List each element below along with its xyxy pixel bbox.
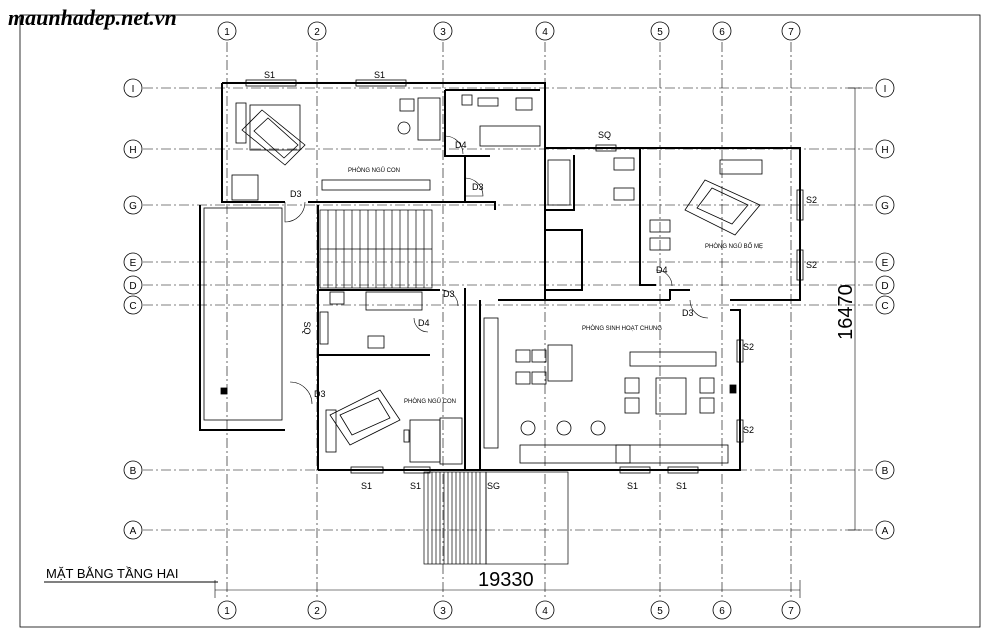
window-label: S2 — [743, 425, 754, 435]
grid-row-left: H — [129, 145, 136, 156]
grid-col-bottom: 5 — [657, 606, 663, 617]
overall-depth: 16470 — [835, 284, 857, 340]
grid-col-bottom: 4 — [542, 606, 548, 617]
grid-row-right: H — [881, 145, 888, 156]
staircase — [319, 209, 433, 289]
furniture — [231, 94, 729, 465]
window-label: SQ — [598, 130, 611, 140]
grid-col-bottom: 7 — [788, 606, 794, 617]
room-name: PHÒNG SINH HOẠT CHUNG — [582, 325, 662, 332]
room-name: PHÒNG NGỦ CON — [404, 398, 456, 405]
window-label: SQ — [302, 321, 312, 334]
grid-row-right: E — [882, 258, 889, 269]
grid-col-top: 2 — [314, 27, 320, 38]
grid-row-left: A — [130, 526, 137, 537]
window-label: S1 — [627, 481, 638, 491]
window-label: S1 — [264, 70, 275, 80]
window-label: S1 — [676, 481, 687, 491]
overall-width: 19330 — [478, 569, 534, 591]
grid-row-left: D — [129, 281, 136, 292]
grid-row-right: D — [881, 281, 888, 292]
door-label: D3 — [682, 308, 694, 318]
grid-col-top: 7 — [788, 27, 794, 38]
drawing-frame — [19, 14, 981, 628]
door-label: D4 — [656, 265, 668, 275]
door-label: D4 — [418, 318, 430, 328]
grid-col-top: 3 — [440, 27, 446, 38]
room-name: PHÒNG NGỦ BỐ MẸ — [705, 243, 763, 250]
walls — [199, 82, 801, 471]
grid-row-right: C — [881, 301, 888, 312]
window-label: S2 — [743, 342, 754, 352]
window-label: S1 — [374, 70, 385, 80]
door-label: D3 — [472, 182, 484, 192]
grid-row-right: B — [882, 466, 889, 477]
room-name: PHÒNG NGỦ CON — [348, 167, 400, 174]
grid-col-top: 1 — [224, 27, 230, 38]
doors — [284, 135, 709, 405]
grid-col-bottom: 6 — [719, 606, 725, 617]
entry-steps — [423, 471, 569, 565]
grid-row-right: A — [882, 526, 889, 537]
grid-col-bottom: 2 — [314, 606, 320, 617]
grid-row-left: I — [132, 84, 135, 95]
grid-row-left: B — [130, 466, 137, 477]
door-label: D4 — [455, 140, 467, 150]
grid-col-bottom: 1 — [224, 606, 230, 617]
window-label: S2 — [806, 195, 817, 205]
grid-row-right: G — [881, 201, 889, 212]
grid-col-top: 5 — [657, 27, 663, 38]
window-label: S1 — [410, 481, 421, 491]
grid-col-top: 6 — [719, 27, 725, 38]
grid-bubbles — [123, 21, 895, 620]
door-label: D3 — [314, 389, 326, 399]
window-label: SG — [487, 481, 500, 491]
watermark: maunhadep.net.vn — [8, 5, 177, 30]
door-label: D3 — [443, 289, 455, 299]
drawing-title: MẶT BẰNG TẦNG HAI — [46, 566, 178, 581]
grid-row-left: G — [129, 201, 137, 212]
grid-row-right: I — [884, 84, 887, 95]
window-label: S1 — [361, 481, 372, 491]
left-terrace — [203, 207, 283, 421]
window-label: S2 — [806, 260, 817, 270]
door-label: D3 — [290, 189, 302, 199]
grid-col-bottom: 3 — [440, 606, 446, 617]
grid-col-top: 4 — [542, 27, 548, 38]
beds — [235, 102, 763, 453]
windows — [245, 79, 804, 474]
grid-row-left: C — [129, 301, 136, 312]
dimension-lines — [44, 87, 862, 598]
grid-row-left: E — [130, 258, 137, 269]
